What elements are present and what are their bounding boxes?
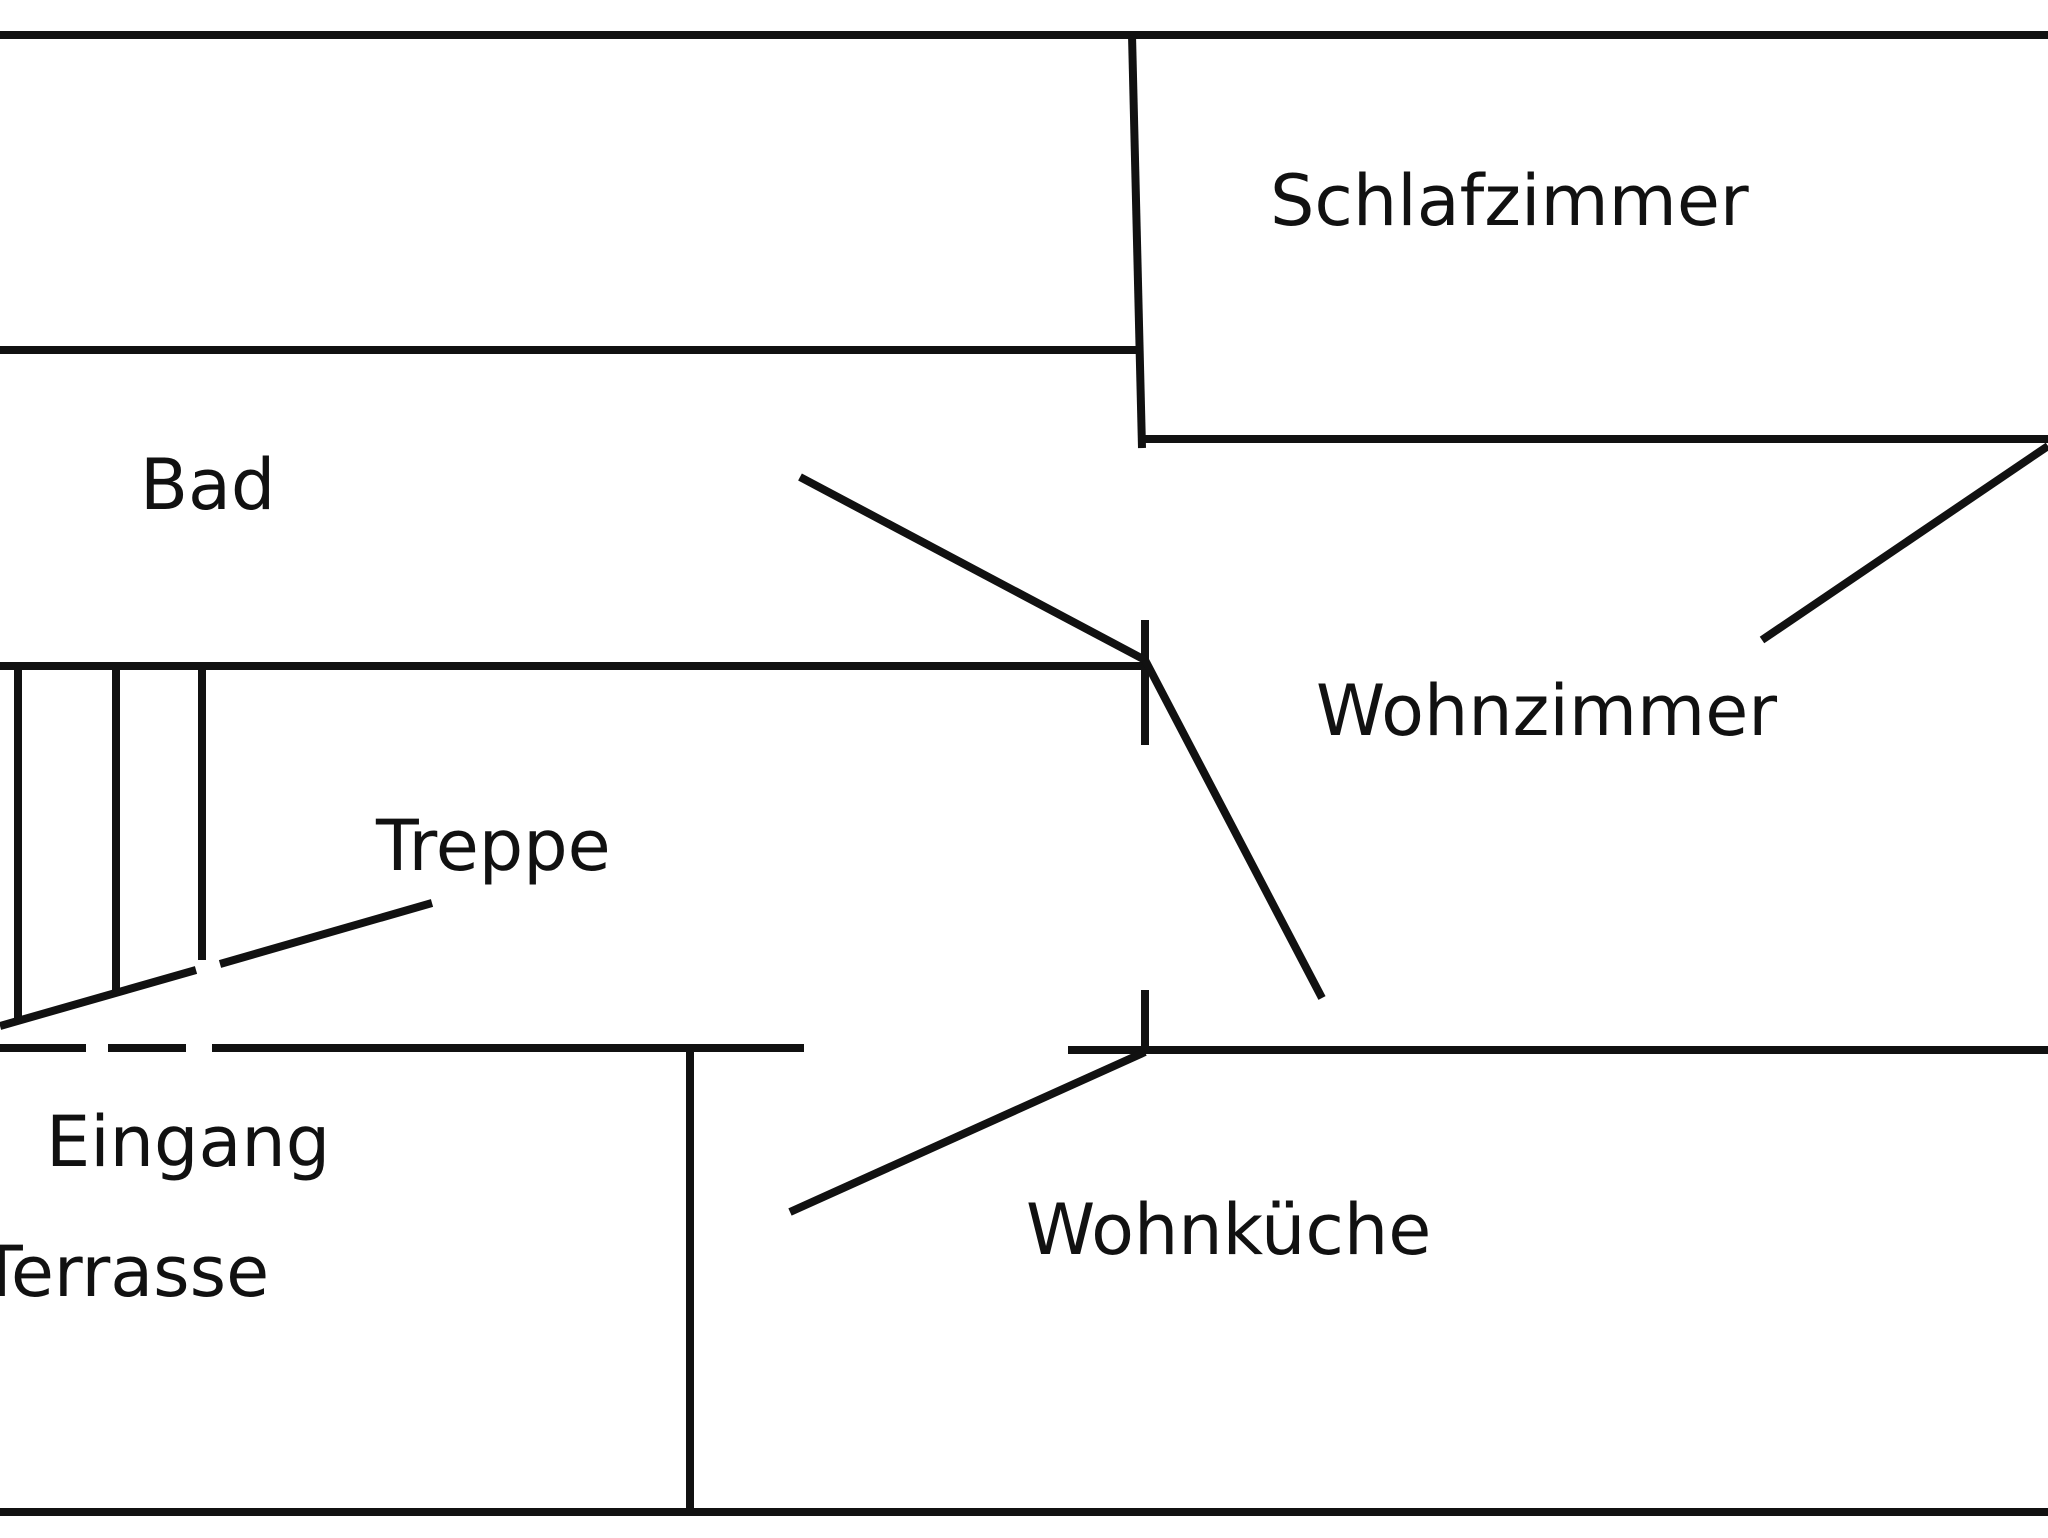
stair-door-swing bbox=[1141, 658, 1326, 1000]
bedroom-door-swing bbox=[1759, 442, 2048, 644]
room-label-terrasse: Terrasse bbox=[0, 1231, 269, 1313]
stair-arrow-lower bbox=[0, 966, 198, 1030]
room-label-treppe: Treppe bbox=[375, 805, 611, 887]
stair-arrow-upper bbox=[218, 899, 434, 968]
kitchen-door-swing bbox=[788, 1048, 1147, 1216]
room-label-eingang: Eingang bbox=[46, 1101, 330, 1183]
room-label-wohnzimmer: Wohnzimmer bbox=[1316, 670, 1777, 752]
room-label-bad: Bad bbox=[140, 444, 275, 526]
bath-door-swing bbox=[798, 473, 1147, 664]
bedroom-left-wall bbox=[1128, 34, 1146, 449]
room-label-wohnkueche: Wohnküche bbox=[1026, 1189, 1431, 1271]
room-label-schlafzimmer: Schlafzimmer bbox=[1270, 160, 1749, 242]
